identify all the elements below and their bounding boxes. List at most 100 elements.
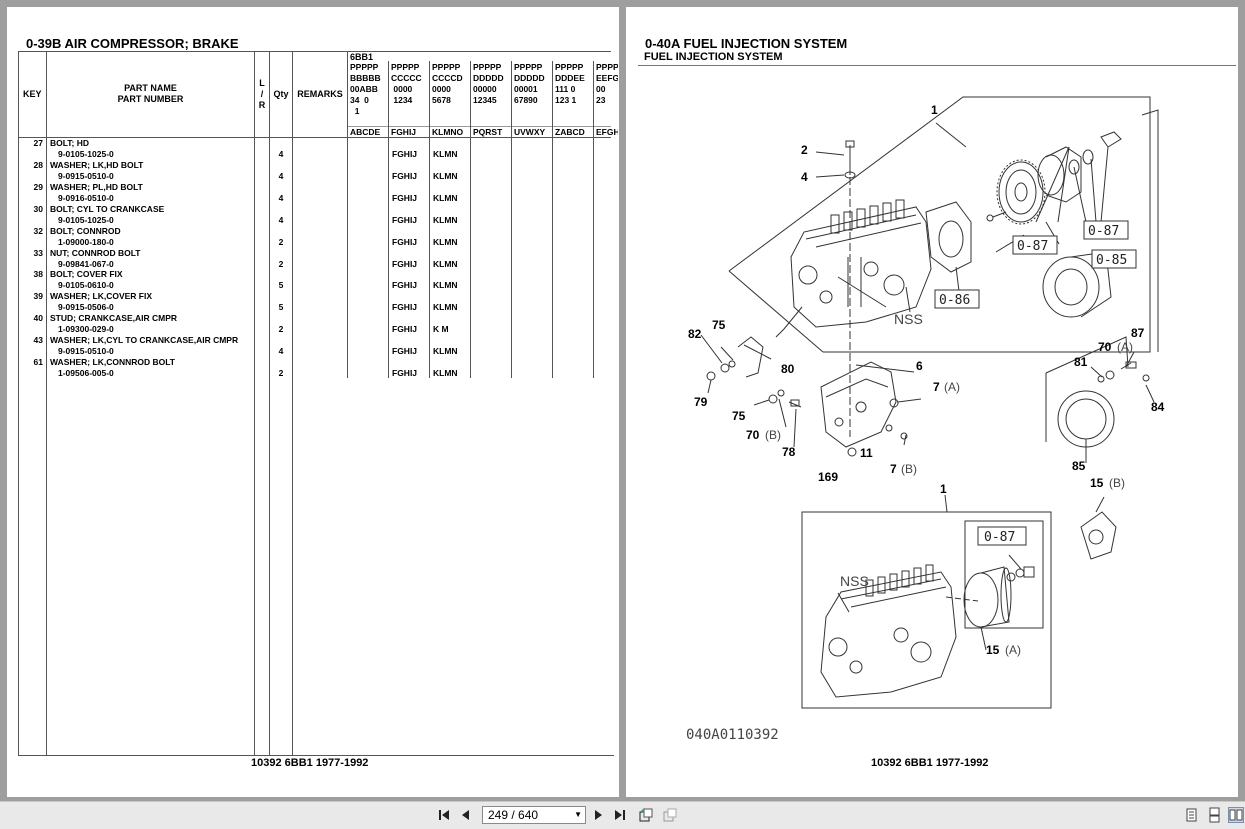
pump-bracket xyxy=(820,361,897,448)
callout-15b: 15 xyxy=(1090,476,1104,490)
ref-box-0-87: 0-87 xyxy=(1088,224,1119,239)
parts-list-page: 0-39B AIR COMPRESSOR; BRAKE KEY PART NAM… xyxy=(7,7,619,797)
page-title: 0-39B AIR COMPRESSOR; BRAKE xyxy=(26,36,239,51)
code-column-header: PPPPP EEFG 00 23 xyxy=(596,62,618,105)
code-column-header: PPPPP DDDDD 00000 12345 xyxy=(473,62,504,105)
code-column-code: EFGH xyxy=(596,127,618,137)
callout-1: 1 xyxy=(931,103,938,117)
row-code-col2: FGHIJ xyxy=(392,236,418,247)
callout-4: 4 xyxy=(801,170,808,184)
callout-70b-suffix: (B) xyxy=(765,428,781,442)
row-key: 40 xyxy=(33,313,43,324)
injection-pump-upper xyxy=(775,199,932,338)
code-column-header: PPPPP BBBBB 00ABB 34 0 1 xyxy=(350,62,381,116)
continuous-view-button[interactable] xyxy=(1206,807,1222,823)
coupling-hub xyxy=(1042,251,1112,318)
row-code-col2: FGHIJ xyxy=(392,324,418,335)
first-page-button[interactable] xyxy=(436,807,452,823)
nss-label: NSS xyxy=(894,311,923,327)
inner-box xyxy=(964,520,1044,629)
next-page-button[interactable] xyxy=(590,807,606,823)
code-column-code: ABCDE xyxy=(350,127,381,137)
code-column-code: KLMNO xyxy=(432,127,464,137)
col-border xyxy=(470,61,471,378)
col-border xyxy=(388,61,389,378)
callout-7b-suffix: (B) xyxy=(901,462,917,476)
row-part-name: WASHER; LK,COVER FIX xyxy=(50,291,153,302)
row-part-name: WASHER; PL,HD BOLT xyxy=(50,181,143,192)
callout-79: 79 xyxy=(694,395,708,409)
row-code-col3: K M xyxy=(433,324,449,335)
code-column-code: ZABCD xyxy=(555,127,585,137)
callout-7a-suffix: (A) xyxy=(944,380,960,394)
row-key: 33 xyxy=(33,247,43,258)
previous-page-button[interactable] xyxy=(458,807,474,823)
forward-view-button[interactable] xyxy=(662,807,678,823)
header-part-name: PART NAME xyxy=(124,83,177,93)
row-code-col3: KLMN xyxy=(433,368,458,378)
last-page-button[interactable] xyxy=(612,807,628,823)
single-page-icon xyxy=(1186,808,1197,822)
row-qty: 5 xyxy=(278,302,284,313)
code-column-code: PQRST xyxy=(473,127,503,137)
col-border xyxy=(347,51,348,378)
row-qty: 4 xyxy=(278,214,284,225)
row-code-col2: FGHIJ xyxy=(392,214,418,225)
header-remarks: REMARKS xyxy=(297,89,343,99)
header-part-number: PART NUMBER xyxy=(117,94,184,104)
title-divider xyxy=(638,65,1236,66)
row-code-col2: FGHIJ xyxy=(392,346,418,357)
forward-view-icon xyxy=(663,808,677,822)
col-border xyxy=(593,61,594,378)
row-part-number: 9-0105-0610-0 xyxy=(58,280,114,291)
row-part-number: 9-09841-067-0 xyxy=(58,258,114,269)
illustration-page: 0-40A FUEL INJECTION SYSTEM FUEL INJECTI… xyxy=(626,7,1238,797)
row-qty: 4 xyxy=(278,192,284,203)
row-part-number: 9-0915-0510-0 xyxy=(58,346,114,357)
last-page-icon xyxy=(615,810,625,820)
row-part-name: BOLT; COVER FIX xyxy=(50,269,123,280)
page-indicator: 249 / 640 xyxy=(488,808,539,822)
exploded-parts-diagram: 0-87 0-87 0-85 0-86 0-87 NSS NSS 1 2 4 6… xyxy=(686,96,1165,743)
code-column-code: UVWXY xyxy=(514,127,546,137)
callout-7b: 7 xyxy=(890,462,897,476)
row-qty: 2 xyxy=(278,324,284,335)
col-border xyxy=(511,61,512,378)
page-number-selector[interactable]: 249 / 640 ▼ xyxy=(482,806,586,824)
col-border xyxy=(552,61,553,378)
callout-169: 169 xyxy=(818,470,838,484)
callout-75: 75 xyxy=(712,318,726,332)
nss-label: NSS xyxy=(840,573,869,589)
row-code-col2: FGHIJ xyxy=(392,258,418,269)
col-border xyxy=(429,61,430,378)
header-bottom-border xyxy=(18,137,611,138)
row-key: 38 xyxy=(33,269,43,280)
row-code-col2: FGHIJ xyxy=(392,170,418,181)
row-part-number: 1-09000-180-0 xyxy=(58,236,114,247)
viewer-toolbar: 249 / 640 ▼ xyxy=(0,801,1245,829)
page-title: 0-40A FUEL INJECTION SYSTEM xyxy=(645,36,848,51)
back-view-button[interactable] xyxy=(638,807,654,823)
row-part-name: BOLT; CONNROD xyxy=(50,225,121,236)
figure-id: 040A0110392 xyxy=(686,727,779,743)
row-part-name: STUD; CRANKCASE,AIR CMPR xyxy=(50,313,178,324)
row-key: 27 xyxy=(33,138,43,148)
two-page-icon xyxy=(1229,809,1243,821)
ref-box-0-85: 0-85 xyxy=(1096,253,1127,268)
row-qty: 5 xyxy=(278,280,284,291)
callout-6: 6 xyxy=(916,359,923,373)
ref-box-0-87: 0-87 xyxy=(1017,239,1048,254)
callout-1: 1 xyxy=(940,482,947,496)
callout-15a: 15 xyxy=(986,643,1000,657)
single-page-view-button[interactable] xyxy=(1183,807,1199,823)
callout-15b-suffix: (B) xyxy=(1109,476,1125,490)
row-code-col3: KLMN xyxy=(433,258,458,269)
row-code-col3: KLMN xyxy=(433,214,458,225)
header-lr: L / R xyxy=(258,78,266,110)
two-page-view-button[interactable] xyxy=(1228,807,1244,823)
row-part-name: BOLT; HD xyxy=(50,138,90,148)
row-qty: 4 xyxy=(278,170,284,181)
callout-11: 11 xyxy=(860,446,873,460)
callout-75: 75 xyxy=(732,409,746,423)
callout-80: 80 xyxy=(781,362,795,376)
